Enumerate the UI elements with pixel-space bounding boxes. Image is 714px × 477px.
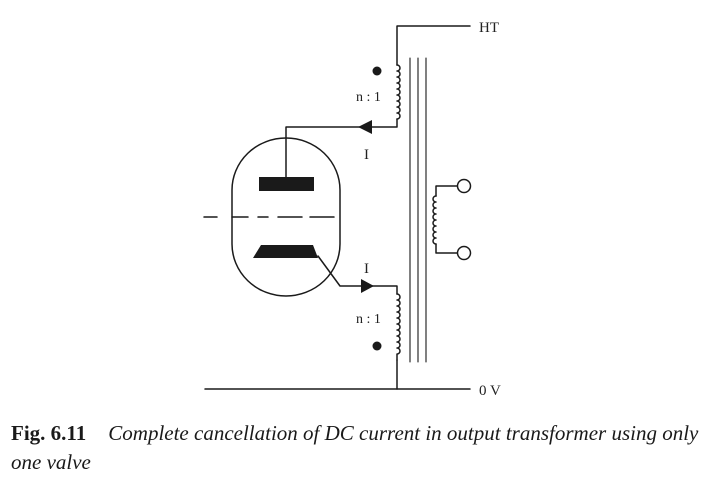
upper-current-label: I [364, 147, 369, 163]
zero-v-label: 0 V [479, 383, 501, 399]
anode-lead [285, 118, 398, 178]
transformer-core [409, 57, 427, 363]
valve-anode [259, 177, 314, 191]
circuit-diagram: HT 0 V n : 1 n : 1 I I [203, 20, 501, 399]
lower-current-arrow [361, 279, 374, 293]
secondary-top-lead [435, 185, 459, 197]
lower-ratio-label: n : 1 [356, 312, 381, 327]
valve-envelope [231, 137, 341, 297]
upper-ratio-label: n : 1 [356, 90, 381, 105]
upper-current-arrow [358, 120, 372, 134]
output-terminal-top [456, 178, 472, 194]
lower-primary-winding [396, 293, 401, 361]
secondary-winding [432, 195, 437, 245]
upper-polarity-dot [372, 66, 382, 76]
lower-polarity-dot [372, 341, 382, 351]
lower-current-label: I [364, 261, 369, 277]
output-terminal-bottom [456, 245, 472, 261]
valve-cathode [253, 245, 318, 258]
ht-rail [396, 25, 471, 66]
secondary-bottom-lead [435, 243, 459, 254]
figure-number: Fig. 6.11 [11, 421, 87, 445]
ht-label: HT [479, 20, 499, 36]
upper-primary-winding [396, 64, 401, 120]
caption-text: Complete cancellation of DC current in o… [11, 421, 699, 474]
